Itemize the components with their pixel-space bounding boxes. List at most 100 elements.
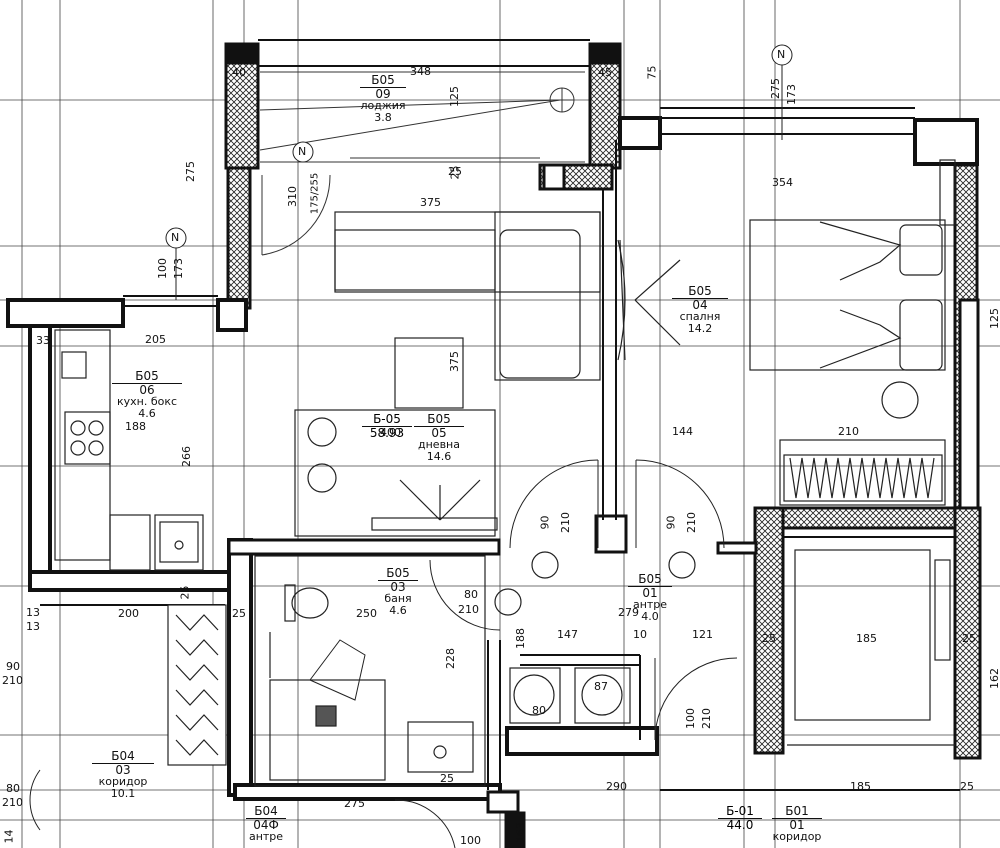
room-code: Б04 [111, 749, 135, 763]
dimension: 75 [645, 65, 659, 80]
room-number: 03 [92, 762, 154, 777]
dimension: 210 [458, 603, 479, 616]
room-number: 09 [360, 86, 406, 101]
room-label-entry2: Б04 04Ф антре [246, 805, 286, 843]
partitions [40, 39, 960, 792]
room-name: антре [248, 830, 284, 844]
dimension: 80 [464, 588, 478, 601]
bath-fixtures [254, 555, 486, 787]
room-label-corridor2: Б01 01 коридор [772, 805, 822, 843]
room-name: антре [632, 598, 668, 612]
dimension: 100 [460, 834, 481, 847]
dimension: 100 [156, 258, 169, 279]
dimension: 25 [960, 780, 974, 793]
room-code: Б04 [254, 804, 278, 818]
dimension: 90 [664, 515, 678, 530]
dimension: 348 [410, 65, 431, 78]
dimension: 205 [145, 333, 166, 346]
north-letter: N [171, 231, 180, 244]
dimension: 400 [380, 426, 401, 439]
dimension: 40 [232, 66, 246, 79]
room-code: Б05 [371, 73, 395, 87]
dimension: 266 [180, 446, 193, 467]
room-name: коридор [98, 775, 148, 789]
dimension: 13 [26, 620, 40, 633]
corridor-block [167, 604, 227, 766]
room-label-hall: Б05 01 антре 4.0 [628, 573, 672, 622]
north-letter: N [298, 145, 307, 158]
dimension: 185 [856, 632, 877, 645]
room-number: 01 [772, 817, 822, 832]
room-code: Б05 [638, 572, 662, 586]
dimension: 185 [850, 780, 871, 793]
dimension: 210 [685, 512, 698, 533]
room-label-bedroom: Б05 04 спалня 14.2 [672, 285, 728, 334]
dimension: 275 [769, 78, 782, 99]
room-area: 4.0 [641, 609, 659, 623]
dimension: 173 [172, 258, 185, 279]
dimension: 125 [448, 86, 461, 107]
dimension: 275 [184, 161, 197, 182]
apartment-code: Б-05 [373, 412, 401, 426]
dimension: 14 [2, 829, 16, 844]
dimension: 354 [772, 176, 793, 189]
living-furniture [294, 211, 601, 537]
dimension: 210 [838, 425, 859, 438]
dimension: 210 [559, 512, 572, 533]
room-number: 05 [414, 425, 464, 440]
apartment-area: 58.93 [362, 425, 412, 440]
dimension: 310 [286, 186, 299, 207]
room-name: коридор [772, 830, 822, 844]
dimension: 87 [594, 680, 608, 693]
room-number: 06 [112, 382, 182, 397]
dimension: 144 [672, 425, 693, 438]
room-name: дневна [418, 438, 460, 452]
dimension: 375 [420, 196, 441, 209]
room-name: лоджия [360, 99, 406, 113]
dimension: 33 [36, 334, 50, 347]
dimension: 45 [598, 66, 612, 79]
room-label-bath: Б05 03 баня 4.6 [378, 567, 418, 616]
walls [6, 42, 982, 848]
room-number: 04Ф [246, 817, 286, 832]
dimension: 162 [988, 668, 1000, 689]
room-number: 04 [672, 297, 728, 312]
appliances [494, 551, 696, 724]
dimension: 210 [2, 674, 23, 687]
room-label-corridor: Б04 03 коридор 10.1 [92, 750, 154, 799]
dimension: 25 [440, 772, 454, 785]
dimension: 210 [2, 796, 23, 809]
doors [29, 459, 738, 848]
dimension: 200 [118, 607, 139, 620]
room-area: 10.1 [110, 786, 136, 800]
room-area: 3.8 [374, 110, 392, 124]
dimension: 10 [633, 628, 647, 641]
dimension: 175/255 [309, 172, 321, 215]
dimension: 173 [785, 84, 798, 105]
north-markers [165, 44, 793, 249]
room-area: 4.6 [389, 603, 407, 617]
dimension: 163 [514, 822, 527, 843]
room-label-loggia: Б05 09 лоджия 3.8 [360, 74, 406, 123]
wardrobe [787, 549, 955, 746]
dimension: 188 [125, 420, 146, 433]
apartment2-code: Б-01 [726, 804, 754, 818]
dimension: 25 [762, 632, 776, 645]
room-area: 4.6 [138, 406, 156, 420]
dimension: 80 [532, 704, 546, 717]
dimension: 25 [448, 165, 462, 178]
bedroom-furniture [617, 159, 956, 506]
room-code: Б05 [688, 284, 712, 298]
dimension: 80 [6, 782, 20, 795]
dimension: 228 [444, 648, 457, 669]
dimension: 121 [692, 628, 713, 641]
dimension: 375 [448, 351, 461, 372]
room-name: баня [384, 592, 412, 606]
dimension: 210 [700, 708, 713, 729]
dimension: 25 [232, 607, 246, 620]
dimension: 13 [26, 606, 40, 619]
dimension: 188 [514, 628, 527, 649]
dimension: 100 [684, 708, 697, 729]
dimension: 147 [557, 628, 578, 641]
